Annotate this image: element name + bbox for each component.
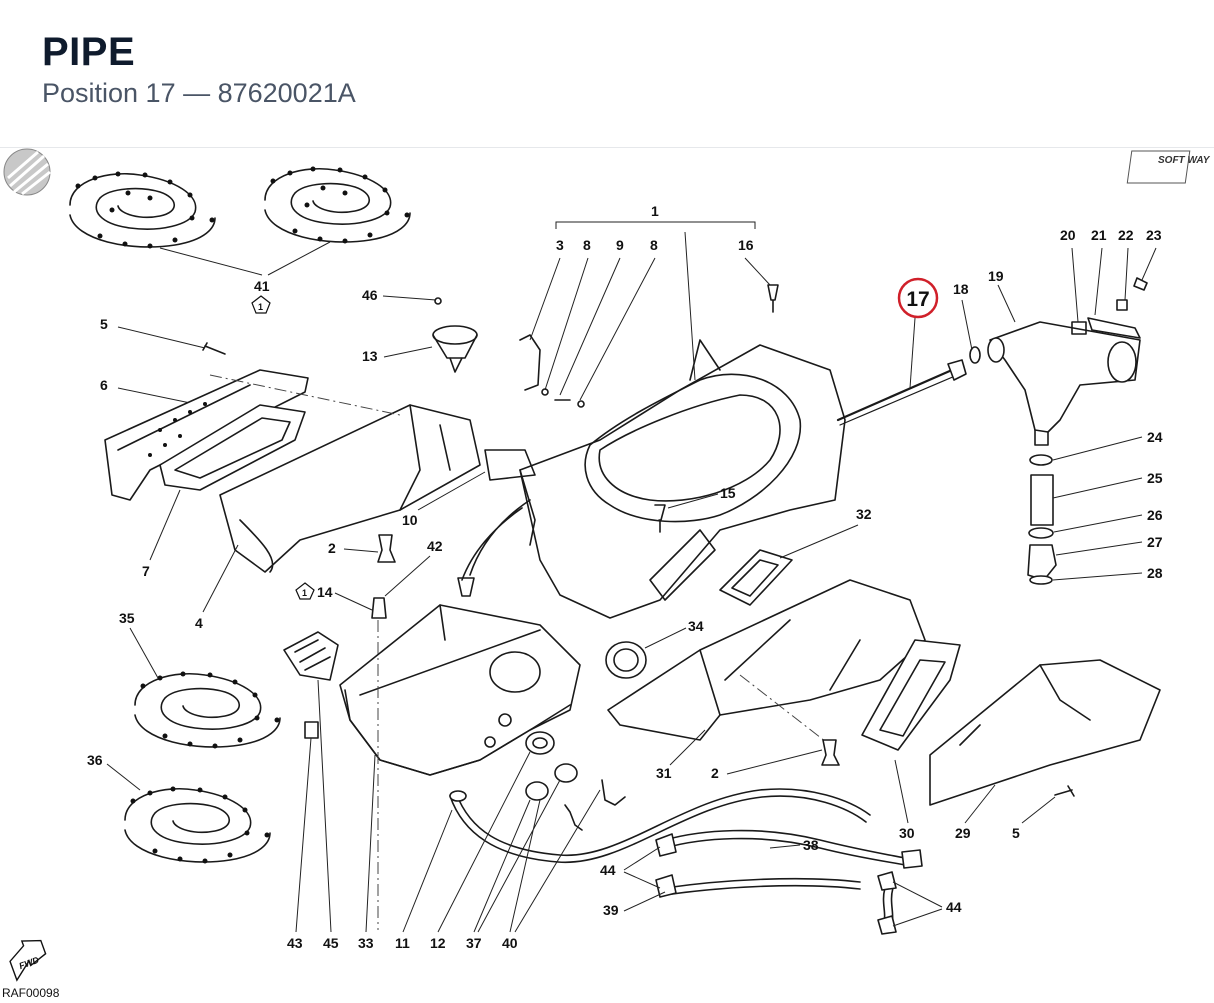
callout-36: 36 <box>87 752 103 768</box>
callout-40: 40 <box>502 935 518 951</box>
gasket-spiral-35 <box>134 671 281 749</box>
highlight-ring-17 <box>897 277 939 319</box>
callout-23: 23 <box>1146 227 1162 243</box>
svg-text:1: 1 <box>258 302 263 312</box>
svg-text:SOFT WAY: SOFT WAY <box>1158 155 1211 166</box>
callout-12: 12 <box>430 935 446 951</box>
callout-27: 27 <box>1147 534 1163 550</box>
callout-30: 30 <box>899 825 915 841</box>
page-title: PIPE <box>42 30 136 74</box>
callout-44-left: 44 <box>600 862 616 878</box>
callout-28: 28 <box>1147 565 1163 581</box>
callout-37: 37 <box>466 935 482 951</box>
softway-brand-logo: SOFT WAY <box>1126 150 1211 184</box>
callout-13: 13 <box>362 348 378 364</box>
svg-text:1: 1 <box>302 588 307 598</box>
fwd-arrow-icon: FWD <box>9 939 47 982</box>
callout-4: 4 <box>195 615 203 631</box>
callout-2-left: 2 <box>328 540 336 556</box>
callout-26: 26 <box>1147 507 1163 523</box>
callout-7: 7 <box>142 563 150 579</box>
callout-31: 31 <box>656 765 672 781</box>
disc-logo-icon <box>3 148 51 196</box>
callout-19: 19 <box>988 268 1004 284</box>
callout-41: 41 <box>254 278 270 294</box>
callout-18: 18 <box>953 281 969 297</box>
callout-10: 10 <box>402 512 418 528</box>
callout-5-bottom: 5 <box>1012 825 1020 841</box>
callout-25: 25 <box>1147 470 1163 486</box>
callout-2-right: 2 <box>711 765 719 781</box>
callout-8-left: 8 <box>583 237 591 253</box>
callout-11: 11 <box>395 935 410 951</box>
callout-6: 6 <box>100 377 108 393</box>
callout-29: 29 <box>955 825 971 841</box>
callout-5-top: 5 <box>100 316 108 332</box>
exploded-parts-diagram: SOFT WAY 41 1 46 13 5 6 7 4 10 <box>3 148 1211 982</box>
callout-21: 21 <box>1091 227 1107 243</box>
callout-9: 9 <box>616 237 624 253</box>
gasket-spiral-left <box>69 171 216 249</box>
callout-35: 35 <box>119 610 135 626</box>
callout-39: 39 <box>603 902 619 918</box>
callout-1: 1 <box>651 203 659 219</box>
callout-38: 38 <box>803 837 819 853</box>
callout-43: 43 <box>287 935 303 951</box>
part-subtitle: Position 17 — 87620021A <box>42 78 356 108</box>
callout-8-right: 8 <box>650 237 658 253</box>
callout-34: 34 <box>688 618 704 634</box>
page-header: PIPE Position 17 — 87620021A <box>0 0 1214 148</box>
callout-32: 32 <box>856 506 872 522</box>
gasket-spiral-right <box>264 166 411 244</box>
callout-22: 22 <box>1118 227 1134 243</box>
callout-14: 14 <box>317 584 333 600</box>
callout-15: 15 <box>720 485 736 501</box>
callout-20: 20 <box>1060 227 1076 243</box>
callout-44-right: 44 <box>946 899 962 915</box>
callout-46: 46 <box>362 287 378 303</box>
gasket-spiral-36 <box>124 786 271 864</box>
callout-3: 3 <box>556 237 564 253</box>
pentagon-note-icon <box>251 295 271 314</box>
pentagon-note-icon-2 <box>295 582 315 600</box>
callout-45: 45 <box>323 935 339 951</box>
callout-42: 42 <box>427 538 443 554</box>
callout-24: 24 <box>1147 429 1163 445</box>
callout-17-highlight: 17 <box>906 288 929 311</box>
callout-33: 33 <box>358 935 374 951</box>
drawing-code: RAF00098 <box>2 986 60 1000</box>
callout-16: 16 <box>738 237 754 253</box>
